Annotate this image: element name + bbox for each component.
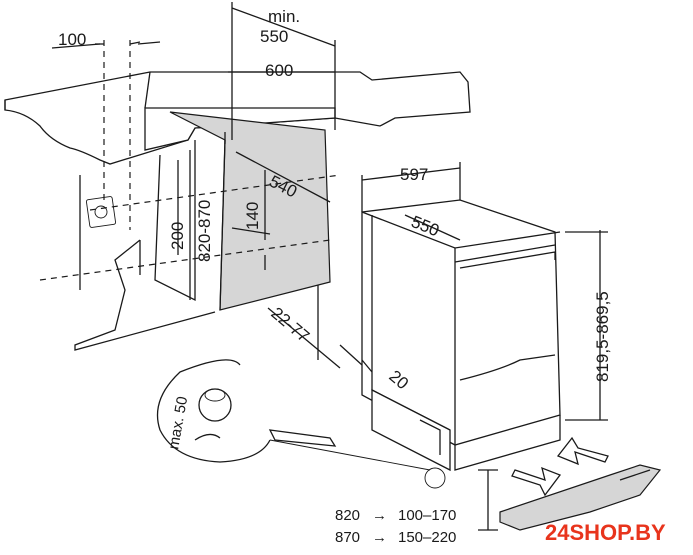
dim-200-label: 200 [168,222,187,250]
appliance-body [361,199,561,472]
watermark-logo: 24SHOP.BY [545,520,666,545]
dim-appliance-height-label: 819,5-869,5 [593,291,612,382]
dim-140: 140 [231,170,271,270]
socket-icon [85,40,131,230]
table-row-2-height: 870 [335,529,360,546]
plinth [499,464,662,531]
dim-200-820-870: 200 820-870 [168,150,214,300]
height-table: 820 → 100–170 870 → 150–220 [335,507,456,546]
dim-100: 100 [51,30,161,49]
dim-600: 600 [228,61,335,80]
dim-22-77: 22-77 [267,285,341,369]
foot-max-label: max. 50 [165,395,191,451]
watermark-text: 24SHOP.BY [545,520,666,545]
dim-appliance-height: 819,5-869,5 [565,230,612,421]
dim-min-550: min. 550 [231,2,336,140]
table-row-1-height: 820 [335,507,360,524]
dim-600-label: 600 [265,61,293,80]
dim-min-value: 550 [260,27,288,46]
table-row-2-range: 150–220 [398,529,456,546]
dim-597-label: 597 [400,165,428,184]
dim-min-label: min. [268,7,300,26]
insert-arrows [511,436,609,497]
dim-140-label: 140 [243,202,262,230]
bottom-dim-lines [478,469,498,531]
table-row-1-arrow: → [372,507,387,524]
dim-820-870-label: 820-870 [195,200,214,262]
cabinet-walls [39,140,341,351]
table-row-2-arrow: → [372,529,387,546]
dim-100-label: 100 [58,30,86,49]
table-row-1-range: 100–170 [398,507,456,524]
niche-side-panel [169,111,331,311]
